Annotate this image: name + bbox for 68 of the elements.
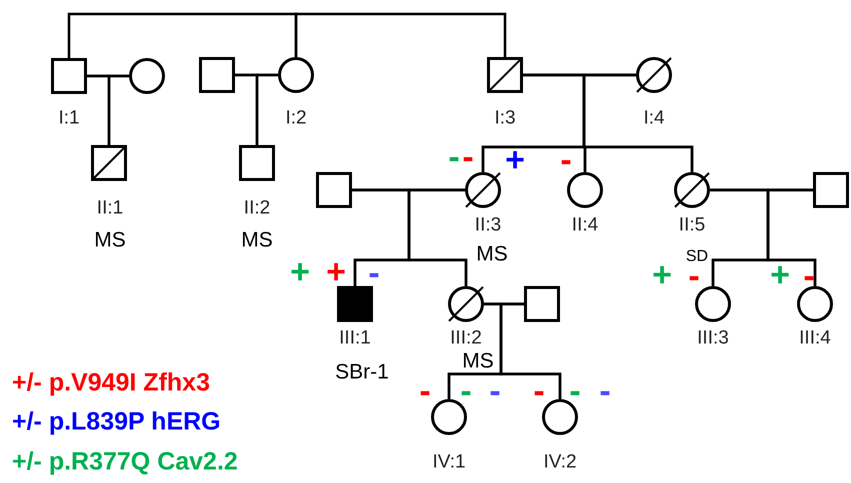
genotype-mark: + [290, 255, 310, 289]
genotype-mark: - [560, 143, 572, 177]
individual-label: I:4 [643, 108, 665, 128]
male-symbol [337, 286, 373, 322]
individual-label: I:1 [58, 108, 80, 128]
legend-entry: +/- p.V949I Zfhx3 [12, 370, 210, 396]
male-symbol [91, 145, 127, 181]
genotype-mark: - [803, 259, 815, 293]
female-symbol [465, 172, 501, 208]
individual-label: I:3 [494, 108, 516, 128]
genotype-mark: - [462, 140, 474, 174]
genotype-mark: - [460, 374, 472, 408]
male-symbol [813, 172, 849, 208]
individual-label: II:5 [678, 216, 706, 234]
genotype-mark: + [505, 143, 525, 177]
phenotype-label: MS [476, 244, 508, 264]
female-symbol [567, 172, 603, 208]
individual-label: I:2 [285, 108, 307, 128]
individual-label: III:3 [697, 328, 729, 348]
male-symbol [199, 57, 235, 93]
female-symbol [448, 286, 484, 322]
male-symbol [316, 172, 352, 208]
female-symbol [129, 58, 165, 94]
individual-label: III:4 [799, 328, 831, 348]
female-symbol [431, 399, 467, 435]
pedigree-line [108, 74, 129, 146]
individual-label: IV:1 [432, 452, 466, 472]
genotype-mark: + [770, 258, 790, 292]
genotype-mark: - [599, 374, 611, 408]
female-symbol [695, 286, 731, 322]
female-symbol [278, 57, 314, 93]
phenotype-label: MS [94, 230, 126, 250]
female-symbol [674, 172, 710, 208]
male-symbol [487, 57, 523, 93]
legend-entry: +/- p.L839P hERG [12, 410, 221, 434]
male-symbol [524, 286, 560, 322]
individual-label: III:1 [339, 328, 371, 348]
pedigree-line [68, 12, 298, 58]
genotype-mark: - [448, 140, 460, 174]
genotype-mark: - [489, 374, 501, 408]
phenotype-label: MS [462, 350, 494, 372]
pedigree-line [256, 74, 278, 146]
genotype-mark: - [419, 374, 431, 408]
genotype-mark: + [326, 255, 346, 289]
female-symbol [636, 57, 672, 93]
pedigree-line [408, 188, 468, 286]
legend-entry: +/- p.R377Q Cav2.2 [12, 450, 238, 474]
phenotype-label: SD [686, 249, 708, 265]
phenotype-label: SBr-1 [335, 362, 389, 382]
pedigree-line [294, 12, 506, 57]
individual-label: II:4 [572, 216, 598, 234]
individual-label: III:2 [450, 328, 482, 348]
genotype-mark: + [652, 258, 672, 292]
genotype-mark: - [533, 374, 545, 408]
genotype-mark: - [569, 374, 581, 408]
female-symbol [542, 399, 578, 435]
genotype-mark: - [368, 256, 380, 290]
individual-label: IV:2 [543, 452, 577, 472]
individual-label: II:3 [474, 216, 502, 234]
male-symbol [239, 145, 275, 181]
pedigree-line [766, 188, 816, 286]
female-symbol [797, 286, 833, 322]
individual-label: II:1 [96, 198, 124, 218]
male-symbol [51, 58, 87, 94]
pedigree-line [500, 302, 562, 399]
individual-label: II:2 [244, 198, 270, 218]
pedigree-line [582, 74, 694, 172]
phenotype-label: MS [241, 230, 273, 250]
